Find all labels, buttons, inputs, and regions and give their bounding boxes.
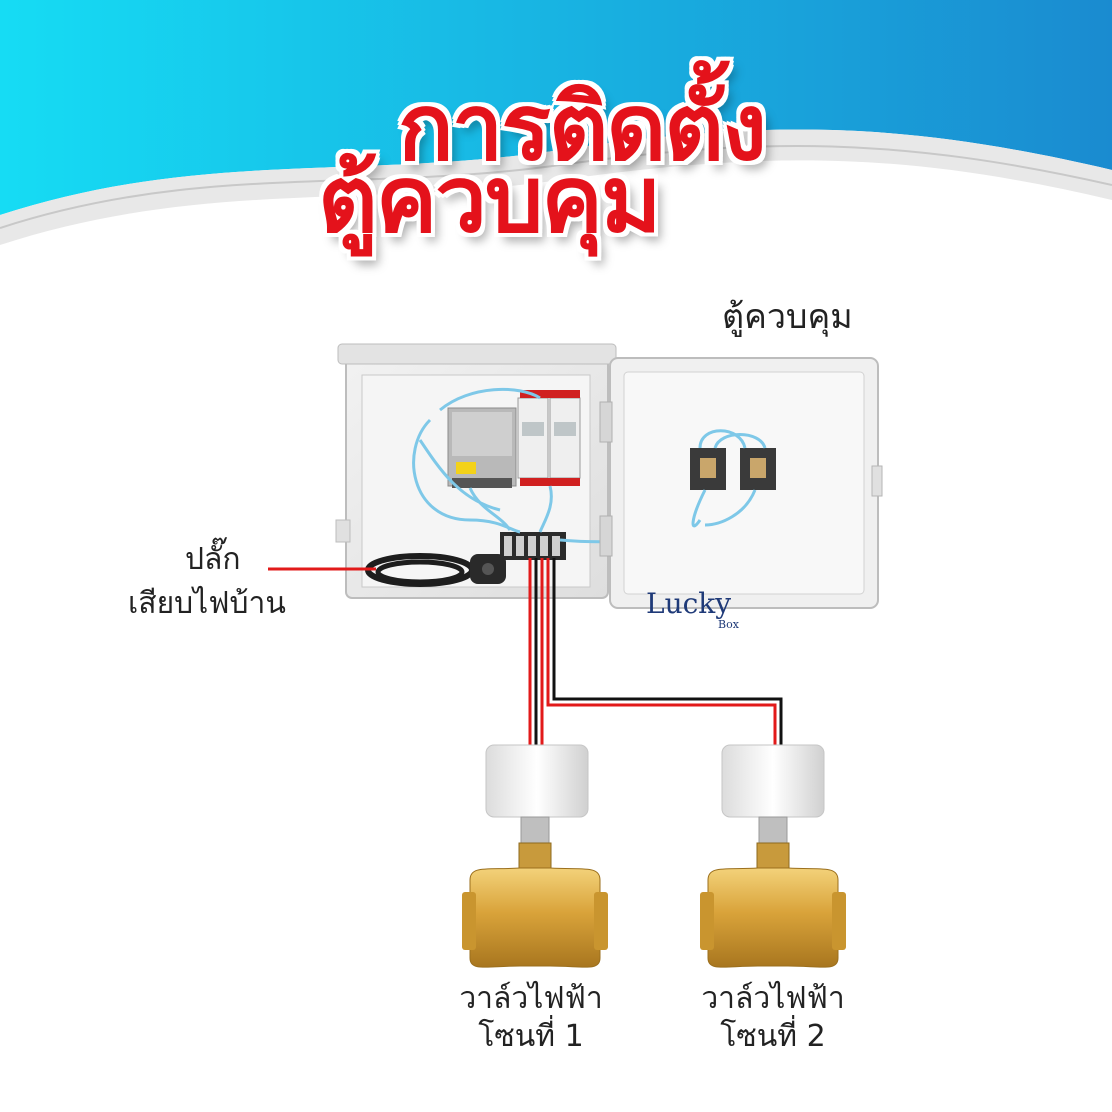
brand-logo-sub: Box <box>718 618 739 631</box>
power-plug-coil <box>365 553 506 587</box>
electric-valve-zone-1 <box>462 744 608 968</box>
valve-2-label: วาล์วไฟฟ้า โซนที่ 2 <box>688 980 858 1056</box>
cabinet-label: ตู้ควบคุม <box>722 297 853 337</box>
power-supply <box>447 407 517 488</box>
plug-label-line-1: ปลั๊ก <box>185 542 241 577</box>
electric-valve-zone-2 <box>700 744 846 968</box>
plug-label-line-2: เสียบไฟบ้าน <box>128 586 286 621</box>
title-line-1: การติดตั้ง <box>398 74 767 181</box>
valve-2-label-line-2: โซนที่ 2 <box>720 1019 826 1054</box>
control-cabinet <box>335 343 883 609</box>
title-line-2: ตู้ควบคุม <box>318 146 662 253</box>
timer-switches <box>517 390 581 486</box>
valve-1-label: วาล์วไฟฟ้า โซนที่ 1 <box>446 980 616 1056</box>
top-banner <box>0 0 1112 245</box>
valve-2-label-line-1: วาล์วไฟฟ้า <box>701 981 845 1016</box>
brand-logo: Lucky <box>646 587 732 620</box>
valve-wiring <box>528 558 783 745</box>
cabinet-door <box>599 357 883 609</box>
valve-1-label-line-2: โซนที่ 1 <box>478 1019 584 1054</box>
terminal-block <box>500 532 566 560</box>
valve-1-label-line-1: วาล์วไฟฟ้า <box>459 981 603 1016</box>
